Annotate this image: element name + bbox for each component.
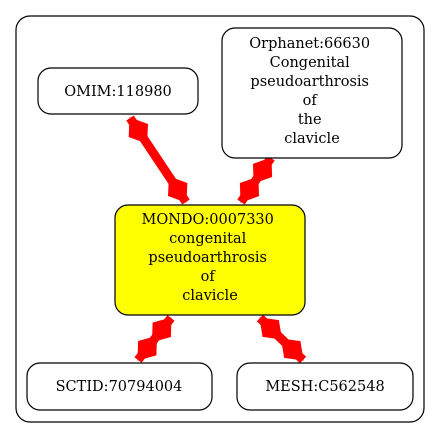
edge-diamond-end	[167, 176, 188, 203]
edge-diamond-end	[280, 338, 304, 361]
edge-diamond-start	[259, 317, 283, 340]
node-mondo-line-3: pseudoarthrosis	[148, 250, 267, 266]
edge-omim-mondo	[126, 115, 190, 205]
node-mesh-line-1: MESH:C562548	[265, 379, 384, 395]
node-mondo-line-5: clavicle	[182, 288, 238, 304]
edge-mondo-mesh	[256, 314, 307, 364]
node-mesh-label: MESH:C562548	[265, 379, 384, 395]
node-mondo-label: MONDO:0007330 congenital pseudoarthrosis…	[141, 212, 278, 304]
node-mesh-box	[236, 362, 414, 411]
node-sctid-label: SCTID:70794004	[56, 379, 183, 395]
node-mondo-line-4: of	[201, 269, 217, 285]
node-orphanet-box	[221, 27, 403, 159]
node-omim[interactable]: OMIM:118980	[37, 67, 199, 115]
node-mondo[interactable]: MONDO:0007330 congenital pseudoarthrosis…	[114, 204, 306, 316]
edges-layer	[126, 115, 307, 364]
node-mondo-box	[114, 204, 306, 316]
edge-mondo-sctid	[134, 315, 175, 363]
cluster-border	[15, 15, 425, 423]
node-orphanet-line-1: Orphanet:66630	[249, 36, 370, 52]
edge-diamond-end	[137, 335, 158, 361]
node-omim-box	[37, 67, 199, 115]
node-orphanet-line-6: clavicle	[284, 131, 340, 147]
node-mesh[interactable]: MESH:C562548	[236, 362, 414, 411]
node-orphanet-label: Orphanet:66630 Congenital pseudoarthrosi…	[249, 36, 374, 147]
node-orphanet-line-2: Congenital	[270, 55, 350, 71]
node-omim-line-1: OMIM:118980	[64, 84, 172, 100]
edge-diamond-start	[128, 117, 149, 144]
node-sctid-box	[26, 362, 213, 411]
node-orphanet-line-5: the	[298, 112, 322, 128]
node-omim-label: OMIM:118980	[64, 84, 172, 100]
node-orphanet-line-4: of	[303, 93, 319, 109]
node-orphanet[interactable]: Orphanet:66630 Congenital pseudoarthrosi…	[221, 27, 403, 159]
node-mondo-line-2: congenital	[169, 231, 247, 247]
node-sctid[interactable]: SCTID:70794004	[26, 362, 213, 411]
node-orphanet-line-3: pseudoarthrosis	[250, 74, 369, 90]
node-sctid-line-1: SCTID:70794004	[56, 379, 183, 395]
node-mondo-line-1: MONDO:0007330	[141, 212, 273, 228]
edge-diamond-end	[239, 176, 260, 203]
edge-orphanet-mondo	[237, 155, 275, 205]
